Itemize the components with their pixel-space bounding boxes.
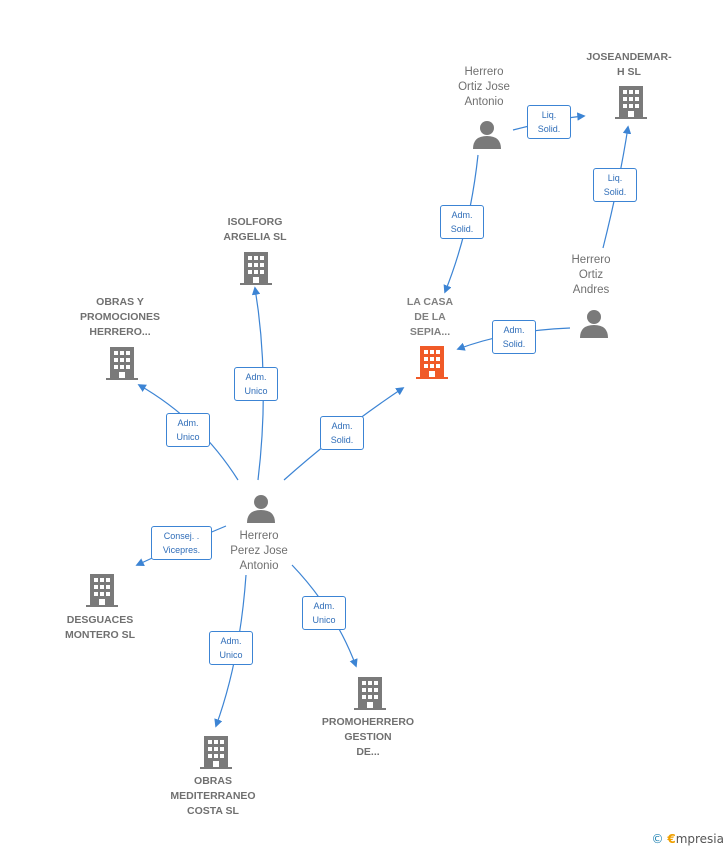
company-label-isolforg[interactable]: ISOLFORG ARGELIA SL [223,216,287,243]
role-box-adm-solid[interactable]: Adm. Solid. [320,416,364,450]
building-icon[interactable] [615,84,647,120]
brand-initial: € [667,832,676,846]
person-label-herrero-ortiz-andres[interactable]: Herrero Ortiz Andres [571,254,611,296]
role-box-adm-unico[interactable]: Adm. Unico [302,596,346,630]
role-box-consej-vicepres[interactable]: Consej. . Vicepres. [151,526,212,560]
building-icon[interactable] [200,734,232,770]
company-label-la-casa[interactable]: LA CASA DE LA SEPIA... [406,296,454,338]
copyright-icon: © [651,832,664,846]
role-box-liq-solid[interactable]: Liq. Solid. [527,105,571,139]
person-icon[interactable] [579,308,609,338]
role-box-adm-solid[interactable]: Adm. Solid. [492,320,536,354]
company-label-promoherrero[interactable]: PROMOHERRERO GESTION DE... [321,716,415,758]
company-label-obras-mediterraneo[interactable]: OBRAS MEDITERRANEO COSTA SL [170,775,256,817]
role-box-adm-unico[interactable]: Adm. Unico [234,367,278,401]
building-icon[interactable] [86,572,118,608]
role-box-adm-solid[interactable]: Adm. Solid. [440,205,484,239]
person-label-herrero-ortiz-jose[interactable]: Herrero Ortiz Jose Antonio [458,66,510,108]
role-box-liq-solid[interactable]: Liq. Solid. [593,168,637,202]
building-icon[interactable] [354,675,386,711]
building-icon[interactable] [106,345,138,381]
role-box-adm-unico[interactable]: Adm. Unico [166,413,210,447]
brand-logo: © €mpresia [652,832,725,846]
role-box-adm-unico[interactable]: Adm. Unico [209,631,253,665]
company-label-obras-promociones[interactable]: OBRAS Y PROMOCIONES HERRERO... [80,296,160,338]
building-icon-main[interactable] [416,344,448,380]
building-icon[interactable] [240,250,272,286]
person-icon[interactable] [246,493,276,523]
brand-name: mpresia [675,832,724,846]
company-label-desguaces[interactable]: DESGUACES MONTERO SL [65,614,135,641]
person-icon[interactable] [472,119,502,149]
person-label-herrero-perez[interactable]: Herrero Perez Jose Antonio [230,530,288,572]
company-label-joseandemar[interactable]: JOSEANDEMAR- H SL [586,51,672,78]
